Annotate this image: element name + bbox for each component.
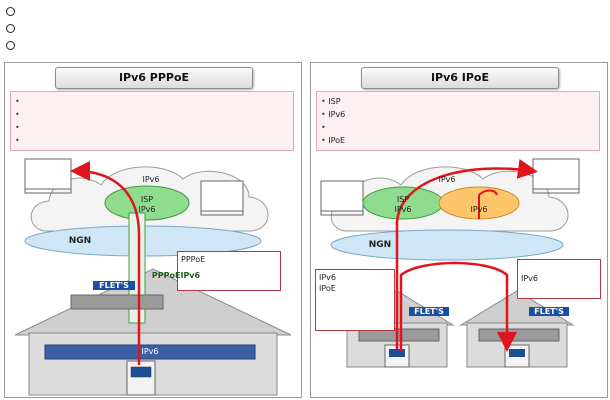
pppoe-panel-title: IPv6 PPPoE [55,67,253,89]
ipoe-callout-left-line-1: IPv6 [319,273,337,282]
ipoe-footnote-line-2 [317,380,601,391]
ngn-label: NGN [68,236,92,246]
flets-logo: FLET'S [93,281,135,290]
ipoe-callout-left-line-2: IPoE [319,284,336,293]
tunnel-adapter [44,344,256,360]
pppoe-title-label: IPv6 PPPoE [118,71,190,84]
tunnel-adapter-label: IPv6 [141,347,159,356]
pppoe-note-4 [15,134,289,147]
header-line-1 [6,4,604,19]
isp-network-protocol: IPv6 [138,205,156,214]
isp-network-ellipse [104,185,190,221]
pppoe-note-3 [15,121,289,134]
circle-bullet-icon [6,24,15,33]
flets-logo: FLET'S [529,307,569,316]
pc-icon [504,344,530,368]
ipoe-panel: IPv6 IPoE ISP IPv6 IPoE IPv6 ISP IPv6 IP… [310,62,608,398]
pppoe-route-arrow [70,161,141,365]
isp-network-protocol: IPv6 [394,205,412,214]
mail-server-icon [200,180,244,216]
termination-device-left [358,328,440,342]
ipoe-callout-left-line-3 [319,294,391,305]
termination-device [70,294,164,310]
pppoe-tunnel-text: PPPoE [151,271,181,280]
ipoe-notes: ISP IPv6 IPoE [316,91,600,151]
ipoe-route-arrow [395,159,538,349]
isp-network-label: ISP [140,195,154,204]
termination-device-right [478,328,560,342]
header-line-3 [6,38,604,53]
pc-icon [126,360,156,396]
header-text-1 [20,5,600,19]
header [6,4,604,56]
pppoe-diagram [14,158,292,396]
ipoe-panel-title: IPv6 IPoE [361,67,559,89]
ngn-label: NGN [368,240,392,250]
pppoe-note-1 [15,95,289,108]
pppoe-panel: IPv6 PPPoE IPv6 ISP IPv6 NGN PPPoE PPPoE… [4,62,302,398]
internet-cloud-protocol: IPv6 [438,175,456,184]
ipoe-note-4: IPoE [321,134,595,147]
ipoe-local-route-arrow [399,261,517,352]
ipoe-callout-right: IPv6 [517,259,601,299]
ipoe-note-1: ISP [321,95,595,108]
ipoe-footnote-line-1 [317,369,601,380]
internet-cloud-protocol: IPv6 [142,175,160,184]
flets-logo: FLET'S [409,307,449,316]
ipoe-callout-left-line-5 [319,316,391,327]
ipoe-title-label: IPv6 IPoE [430,71,490,84]
mail-server-icon [320,180,364,216]
circle-bullet-icon [6,41,15,50]
ipoe-access-loop [478,189,498,219]
ipoe-footnote [317,369,601,391]
ipoe-callout-right-line-2: IPv6 [521,274,539,283]
header-line-2 [6,21,604,36]
isp-network-label: ISP [396,195,410,204]
ipoe-note-3 [321,121,595,134]
circle-bullet-icon [6,7,15,16]
ipoe-callout-left: IPv6 IPoE [315,269,395,331]
header-text-3 [20,39,600,53]
pppoe-notes [10,91,294,151]
ipoe-callout-right-line-1 [521,262,597,273]
ipoe-note-2: IPv6 [321,108,595,121]
home-page-server-icon [24,158,72,194]
header-text-2 [20,22,600,36]
pppoe-tunnel-protocol: IPv6 [180,271,201,280]
pppoe-callout: PPPoE [177,251,281,291]
internet-cloud-label: IPv6 [397,175,497,184]
access-network-protocol: IPv6 [470,205,488,214]
internet-cloud-label: IPv6 [101,175,201,184]
home-page-server-icon [532,158,580,194]
ipoe-callout-left-line-4 [319,305,391,316]
pppoe-note-2 [15,108,289,121]
pppoe-callout-line-1: PPPoE [181,255,206,264]
ipoe-callout-right-line-3 [521,284,597,295]
pppoe-tunnel-label: PPPoEIPv6 [151,271,201,280]
ngn-network-band [330,229,564,261]
